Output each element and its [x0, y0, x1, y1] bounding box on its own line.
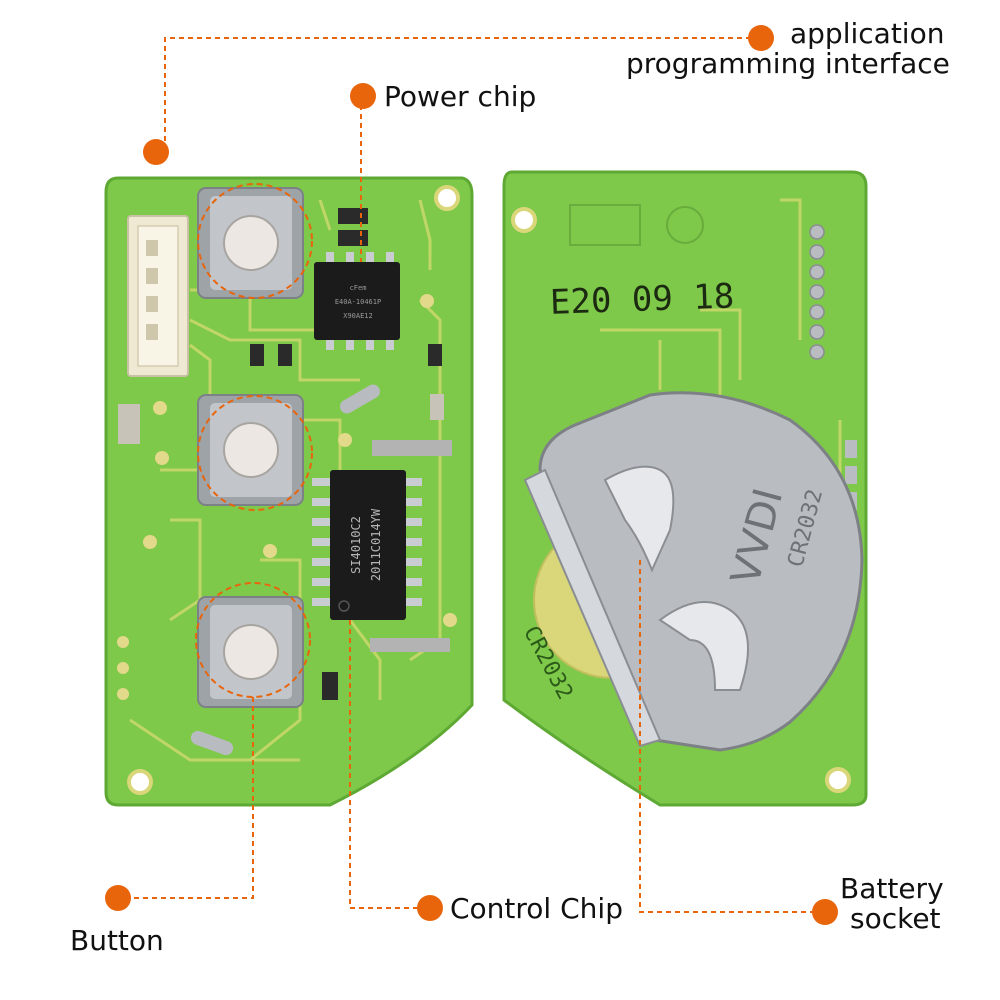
dot-power-chip: [350, 83, 376, 109]
api-connector: [127, 215, 189, 377]
right-mount-hole-top: [511, 207, 537, 233]
dot-battery-socket: [812, 899, 838, 925]
left-pcb-board: cFem E40A-10461P X90AE12 SI4010C2 2011C0…: [104, 176, 474, 807]
label-control-chip: Control Chip: [450, 892, 623, 925]
dot-api: [748, 25, 774, 51]
left-smd-parts: [118, 208, 452, 756]
button-highlight-bottom: [195, 582, 311, 698]
right-mount-hole-bottom: [825, 767, 851, 793]
dot-button: [105, 885, 131, 911]
push-button-bottom: [197, 596, 304, 708]
control-chip-text-2: 2011C014YW: [369, 508, 383, 581]
button-highlight-middle: [197, 395, 313, 511]
left-pads: [117, 294, 457, 700]
programming-pins: [809, 224, 825, 360]
battery-holder: VVDI CR2032: [523, 391, 864, 752]
button-highlight-top: [197, 183, 313, 299]
callout-leaders: [118, 37, 825, 913]
leader-api: [164, 37, 760, 150]
dot-control-chip: [417, 895, 443, 921]
control-chip: SI4010C2 2011C014YW: [312, 470, 422, 620]
label-api-line1: application: [790, 17, 945, 50]
label-battery-line2: socket: [850, 902, 941, 935]
power-chip-text-3: X90AE12: [343, 312, 373, 320]
left-mount-hole-top: [434, 185, 460, 211]
push-button-middle: [197, 394, 304, 506]
callout-dots: [105, 25, 838, 925]
power-chip-text-1: cFem: [350, 284, 367, 292]
dot-api-board: [143, 139, 169, 165]
power-chip-text-2: E40A-10461P: [335, 298, 381, 306]
label-button: Button: [70, 924, 164, 957]
label-battery-line1: Battery: [840, 872, 944, 905]
left-mount-hole-bottom: [127, 769, 153, 795]
label-api-line2: programming interface: [626, 47, 950, 80]
leader-control-chip: [349, 620, 430, 909]
push-button-top: [197, 187, 304, 299]
control-chip-text-1: SI4010C2: [349, 516, 363, 574]
faint-logo-icon: [569, 204, 704, 246]
power-chip: cFem E40A-10461P X90AE12: [314, 252, 400, 350]
right-pcb-board: E20 09 18 VVDI CR2032 CR2032: [502, 170, 868, 807]
label-power-chip: Power chip: [384, 80, 537, 113]
date-code-marking: E20 09 18: [549, 276, 735, 322]
leader-battery-socket: [639, 560, 825, 913]
leader-button: [118, 697, 254, 899]
